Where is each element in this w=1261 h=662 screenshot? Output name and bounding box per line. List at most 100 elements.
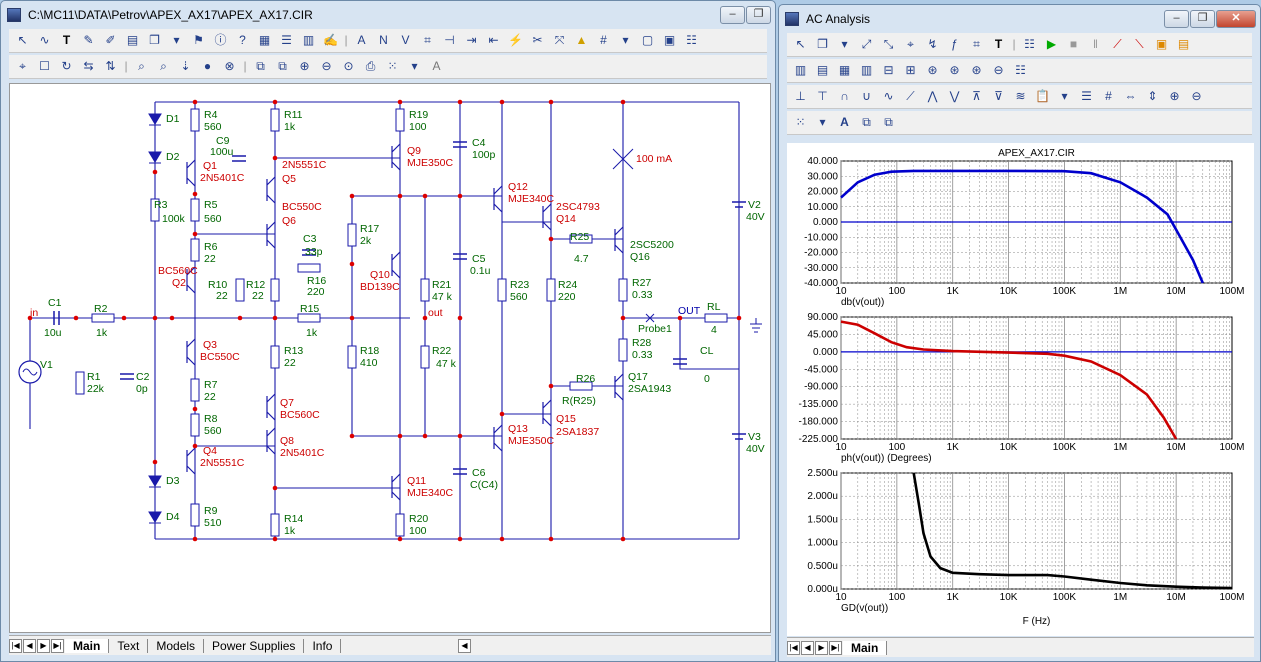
label-R14[interactable]: R14 [284, 513, 303, 525]
tile2-icon[interactable]: ▤ [1177, 37, 1190, 51]
value-RL[interactable]: 4 [711, 324, 717, 336]
region-select-icon[interactable]: ⌖ [19, 59, 26, 73]
label-R18[interactable]: R18 [360, 345, 379, 357]
tab-next-icon[interactable]: ▶ [37, 638, 50, 653]
copy-icon[interactable]: ❐ [817, 37, 828, 51]
warning-icon[interactable]: ▲ [575, 33, 588, 47]
tab-last-icon[interactable]: ▶| [829, 640, 842, 655]
value-R12[interactable]: 22 [252, 290, 264, 302]
hscroll-left-icon[interactable]: ◀ [458, 638, 471, 653]
value-R4[interactable]: 560 [204, 121, 222, 133]
label-R5[interactable]: R5 [204, 199, 218, 211]
list-icon[interactable]: ☰ [281, 33, 292, 47]
info-icon[interactable]: ⓘ [214, 33, 227, 47]
tile-icon[interactable]: ▣ [1155, 37, 1168, 51]
point-icon[interactable]: ↯ [927, 37, 938, 51]
label-Q17[interactable]: Q17 [628, 371, 648, 383]
value-Q1[interactable]: 2N5401C [200, 172, 245, 184]
value-R11[interactable]: 1k [284, 121, 296, 133]
analysis-close-button[interactable]: ✕ [1216, 10, 1256, 28]
label-R4[interactable]: R4 [204, 109, 218, 121]
series-line[interactable] [912, 472, 1233, 590]
value-C5[interactable]: 0.1u [470, 265, 491, 277]
label-Q14[interactable]: Q14 [556, 213, 576, 225]
tab-first-icon[interactable]: |◀ [9, 638, 22, 653]
stop-icon[interactable]: ● [203, 59, 212, 73]
zoom1-icon[interactable]: ⊛ [927, 63, 938, 77]
series-line[interactable] [840, 169, 1204, 284]
label-R28[interactable]: R28 [632, 337, 651, 349]
label-CL[interactable]: CL [700, 345, 714, 357]
cross-icon[interactable]: ⤧ [554, 33, 565, 47]
label-R21[interactable]: R21 [432, 279, 451, 291]
fit-horizontal-icon[interactable]: ⇔ [1124, 89, 1137, 103]
value-Q9[interactable]: MJE350C [407, 157, 454, 169]
value-R19[interactable]: 100 [409, 121, 427, 133]
label-R19[interactable]: R19 [409, 109, 428, 121]
layout3-icon[interactable]: ▦ [838, 63, 851, 77]
value-R7[interactable]: 22 [204, 391, 216, 403]
arrows-out-icon[interactable]: ⇤ [488, 33, 499, 47]
value-Q6[interactable]: BC550C [282, 201, 322, 213]
grid-icon[interactable]: ▥ [302, 33, 315, 47]
value-Q5[interactable]: 2N5551C [282, 159, 327, 171]
label-R10[interactable]: R10 [208, 279, 227, 291]
cursor-peak-icon[interactable]: ⊥ [795, 89, 806, 103]
value-R20[interactable]: 100 [409, 525, 427, 537]
label-Q5[interactable]: Q5 [282, 173, 296, 185]
label-D2[interactable]: D2 [166, 151, 180, 163]
group-icon[interactable]: ⧉ [256, 59, 265, 73]
run-icon[interactable]: ▶ [1046, 37, 1057, 51]
value-R24[interactable]: 220 [558, 291, 576, 303]
value-Q15[interactable]: 2SA1837 [556, 426, 599, 438]
copy-icon[interactable]: ❐ [149, 33, 160, 47]
label-C5[interactable]: C5 [472, 253, 486, 265]
value-Q17[interactable]: 2SA1943 [628, 383, 671, 395]
label-C9[interactable]: C9 [216, 135, 230, 147]
page-copy-icon[interactable]: ▣ [663, 33, 676, 47]
settings-icon[interactable]: ☷ [1015, 63, 1026, 77]
value-V2[interactable]: 40V [746, 211, 765, 223]
label-V1[interactable]: V1 [40, 359, 53, 371]
label-Q4[interactable]: Q4 [203, 445, 217, 457]
value-CL[interactable]: 0 [704, 373, 710, 385]
text-icon[interactable]: T [62, 33, 71, 47]
properties-icon[interactable]: ☷ [686, 33, 697, 47]
analysis-titlebar[interactable]: AC Analysis – ❐ ✕ [779, 5, 1260, 33]
rotate-icon[interactable]: ↻ [61, 59, 72, 73]
zoom3-icon[interactable]: ⊛ [971, 63, 982, 77]
wave-icon[interactable]: ⟋ [1113, 37, 1122, 51]
value-Q14[interactable]: 2SC4793 [556, 201, 600, 213]
label-R2[interactable]: R2 [94, 303, 108, 315]
fit-vertical-icon[interactable]: ⇕ [1147, 89, 1158, 103]
tab-main[interactable]: Main [843, 640, 888, 655]
tab-main[interactable]: Main [65, 638, 110, 653]
chip-icon[interactable]: ▦ [258, 33, 271, 47]
ac-plots[interactable]: 40.00030.00020.00010.0000.000-10.000-20.… [787, 143, 1254, 636]
label-R23[interactable]: R23 [510, 279, 529, 291]
schematic-canvas[interactable]: D1 D2 D3 D4 R4 560 C9 100u R11 1k R19 10… [9, 83, 771, 633]
label-Q8[interactable]: Q8 [280, 435, 294, 447]
tab-info[interactable]: Info [304, 638, 342, 653]
value-V3[interactable]: 40V [746, 443, 765, 455]
tab-last-icon[interactable]: ▶| [51, 638, 64, 653]
cursor-slope-icon[interactable]: ⟋ [906, 89, 915, 103]
value-R26[interactable]: R(R25) [562, 395, 596, 407]
label-C3[interactable]: C3 [303, 233, 317, 245]
zoom2-icon[interactable]: ⊛ [949, 63, 960, 77]
label-V3[interactable]: V3 [748, 431, 761, 443]
value-C3[interactable]: 33p [305, 246, 323, 258]
label-R1[interactable]: R1 [87, 371, 101, 383]
value-Q11[interactable]: MJE340C [407, 487, 454, 499]
label-R20[interactable]: R20 [409, 513, 428, 525]
properties-icon[interactable]: ☷ [1024, 37, 1035, 51]
schematic-titlebar[interactable]: C:\MC11\DATA\Petrov\APEX_AX17\APEX_AX17.… [1, 1, 775, 29]
node-in[interactable]: in [30, 307, 38, 319]
value-Q12[interactable]: MJE340C [508, 193, 555, 205]
grid-icon[interactable]: ⊞ [905, 63, 916, 77]
value-R17[interactable]: 2k [360, 235, 372, 247]
value-C9[interactable]: 100u [210, 146, 234, 158]
value-R21[interactable]: 47 k [432, 291, 453, 303]
label-D1[interactable]: D1 [166, 113, 180, 125]
attribute-text-icon[interactable]: A [357, 33, 366, 47]
